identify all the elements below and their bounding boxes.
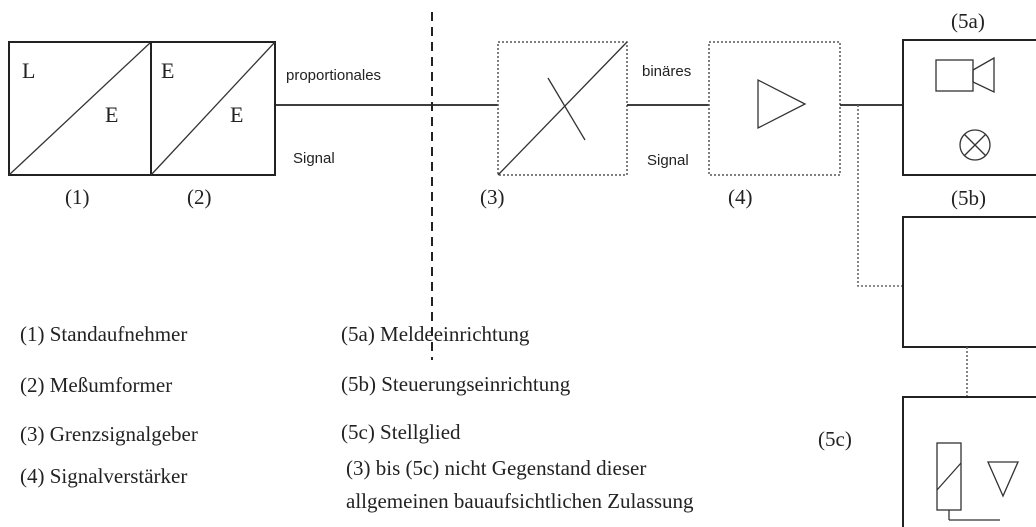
legend-item: (4) Signalverstärker xyxy=(20,464,187,488)
legend: (1) Standaufnehmer (2) Meßumformer (3) G… xyxy=(20,322,694,513)
transducer-label-e-top: E xyxy=(161,58,174,83)
legend-item: (2) Meßumformer xyxy=(20,373,172,397)
proportional-signal-label-top: proportionales xyxy=(286,67,381,84)
sensor-label-l: L xyxy=(22,58,35,83)
block-number-4: (4) xyxy=(728,185,753,209)
horn-icon xyxy=(935,56,995,94)
legend-item: (3) Grenzsignalgeber xyxy=(20,422,198,446)
block-signaling xyxy=(902,39,1036,176)
binary-signal-label-bottom: Signal xyxy=(647,152,689,169)
legend-item: (5a) Meldeeinrichtung xyxy=(341,322,530,346)
legend-note-line-2: allgemeinen bauaufsichtlichen Zulassung xyxy=(346,489,694,513)
block-control xyxy=(902,216,1036,348)
proportional-signal-label-bottom: Signal xyxy=(293,150,335,167)
block-number-3: (3) xyxy=(480,185,505,209)
valve-actuator-icon xyxy=(936,442,1000,521)
block-number-2: (2) xyxy=(187,185,212,209)
block-number-5c: (5c) xyxy=(818,427,852,451)
block-amplifier xyxy=(708,41,841,176)
block-transducer: E E xyxy=(150,41,276,176)
block-number-5b: (5b) xyxy=(951,186,986,210)
block-number-1: (1) xyxy=(65,185,90,209)
legend-item: (1) Standaufnehmer xyxy=(20,322,187,346)
block-sensor: L E xyxy=(8,41,152,176)
legend-item: (5c) Stellglied xyxy=(341,420,461,444)
block-limit-signal xyxy=(497,41,628,176)
legend-note-line-1: (3) bis (5c) nicht Gegenstand dieser xyxy=(346,456,646,480)
block-actuator xyxy=(902,396,1036,527)
binary-signal-label-top: binäres xyxy=(642,63,691,80)
sensor-label-e: E xyxy=(105,102,118,127)
legend-item: (5b) Steuerungseinrichtung xyxy=(341,372,571,396)
transducer-label-e-bottom: E xyxy=(230,102,243,127)
block-number-5a: (5a) xyxy=(951,9,985,33)
valve-triangle-icon xyxy=(987,461,1019,498)
signal-lamp-icon xyxy=(959,129,991,161)
amplifier-triangle-icon xyxy=(757,78,807,130)
control-branch-dotted-line xyxy=(857,105,903,287)
